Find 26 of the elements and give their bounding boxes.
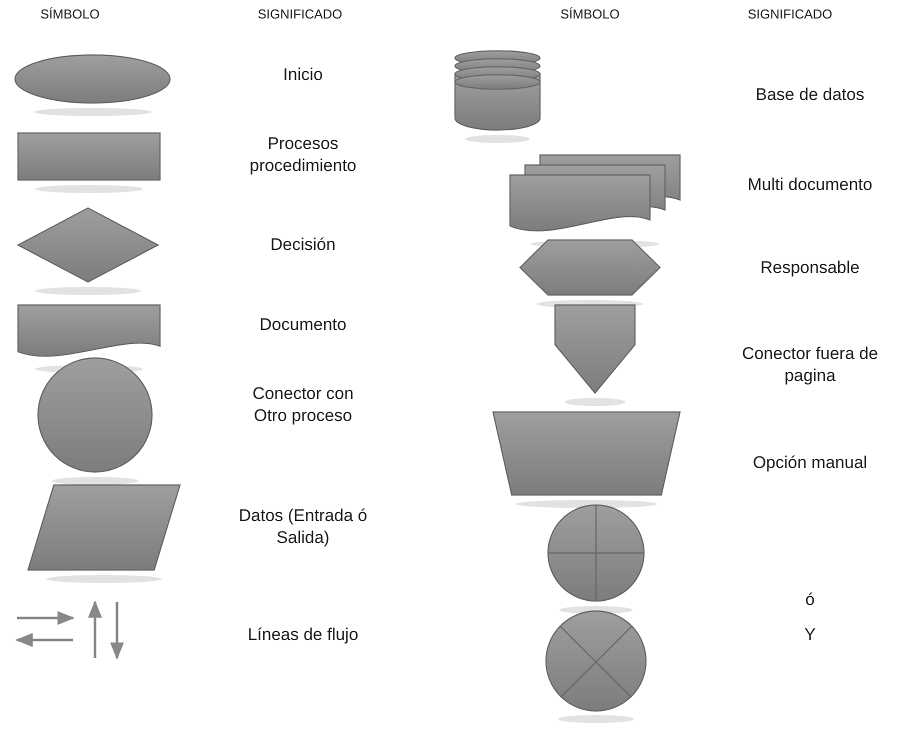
symbol-meaning: ó: [804, 588, 816, 611]
symbol-meaning: Conector con Otro proceso: [251, 382, 355, 427]
symbol-meaning: Decisión: [269, 234, 337, 256]
column-heading: SIGNIFICADO: [258, 6, 342, 22]
column-heading: SIGNIFICADO: [748, 6, 832, 22]
symbol-meaning: Responsable: [759, 256, 861, 279]
symbol-meaning: Y: [803, 624, 817, 646]
symbol-meaning: Líneas de flujo: [246, 624, 360, 646]
terminal-symbol: [15, 55, 170, 119]
symbol-meaning: Opción manual: [752, 452, 868, 474]
manual-operation-symbol: [493, 412, 680, 511]
symbol-meaning: Multi documento: [746, 174, 874, 196]
process-symbol: [18, 133, 160, 196]
symbol-meaning: Conector fuera de pagina: [740, 342, 880, 387]
database-symbol: [455, 50, 540, 146]
column-heading: SÍMBOLO: [560, 6, 620, 22]
off-page-connector-symbol: [555, 305, 635, 409]
symbol-meaning: Datos (Entrada ó Salida): [238, 504, 368, 549]
data-symbol: [28, 485, 180, 586]
symbol-meaning: Documento: [258, 314, 348, 336]
summing-junction-symbol: [546, 612, 646, 726]
symbol-meaning: Procesos procedimiento: [248, 132, 358, 177]
column-heading: SÍMBOLO: [40, 6, 100, 22]
symbol-meaning: Base de datos: [754, 84, 866, 106]
decision-symbol: [18, 208, 158, 298]
symbol-meaning: Inicio: [282, 64, 324, 86]
